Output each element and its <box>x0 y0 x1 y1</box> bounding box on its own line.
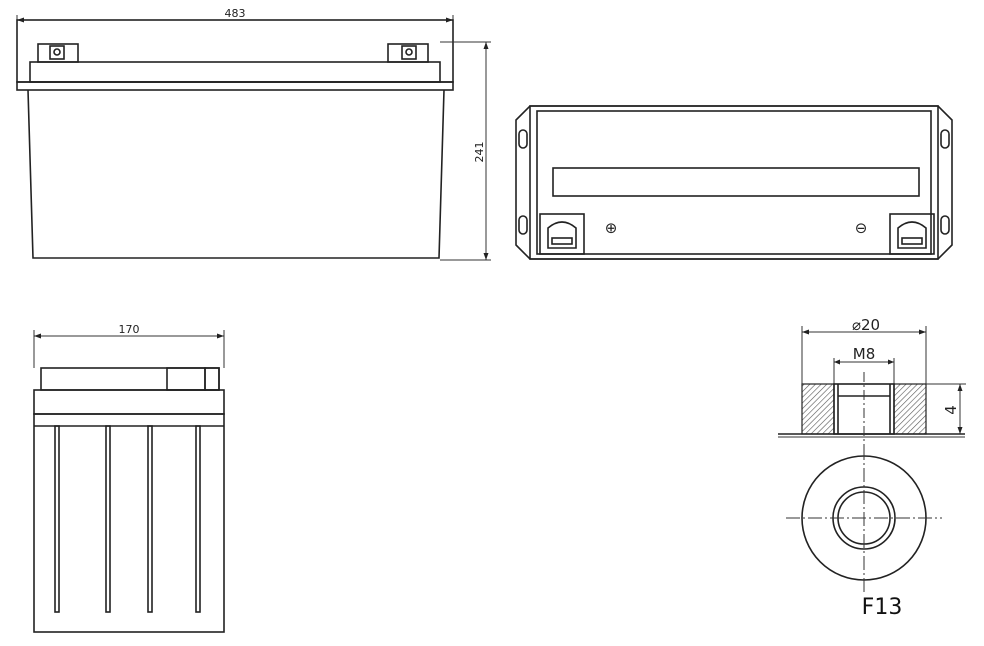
front-height-label: 241 <box>473 142 486 163</box>
front-height-dimension: 241 <box>440 41 491 261</box>
thread-dimension: M8 <box>833 345 895 384</box>
thread-label: M8 <box>853 345 876 363</box>
front-width-dimension: 483 <box>16 7 454 42</box>
label-window <box>552 167 920 197</box>
top-view: ⊕ ⊖ <box>515 105 953 260</box>
side-width-dimension: 170 <box>33 323 225 368</box>
front-width-label: 483 <box>225 7 246 20</box>
side-view: 170 <box>33 323 225 633</box>
side-width-label: 170 <box>119 323 140 336</box>
positive-symbol: ⊕ <box>605 219 618 237</box>
top-right-terminal-pocket <box>889 213 935 255</box>
front-left-terminal <box>37 43 79 63</box>
height-dimension: 4 <box>926 383 966 434</box>
negative-symbol: ⊖ <box>855 219 868 237</box>
outer-diameter-label: ⌀20 <box>852 316 880 334</box>
terminal-type-label: F13 <box>862 595 903 620</box>
side-terminal <box>166 367 206 391</box>
height-label: 4 <box>942 405 960 415</box>
front-right-terminal <box>387 43 429 63</box>
outer-diameter-dimension: ⌀20 <box>801 316 927 384</box>
terminal-detail: ⌀20 M8 4 <box>778 316 966 620</box>
front-view: 483 241 <box>16 7 491 261</box>
top-left-terminal-pocket <box>539 213 585 255</box>
terminal-plan-view <box>786 446 942 592</box>
